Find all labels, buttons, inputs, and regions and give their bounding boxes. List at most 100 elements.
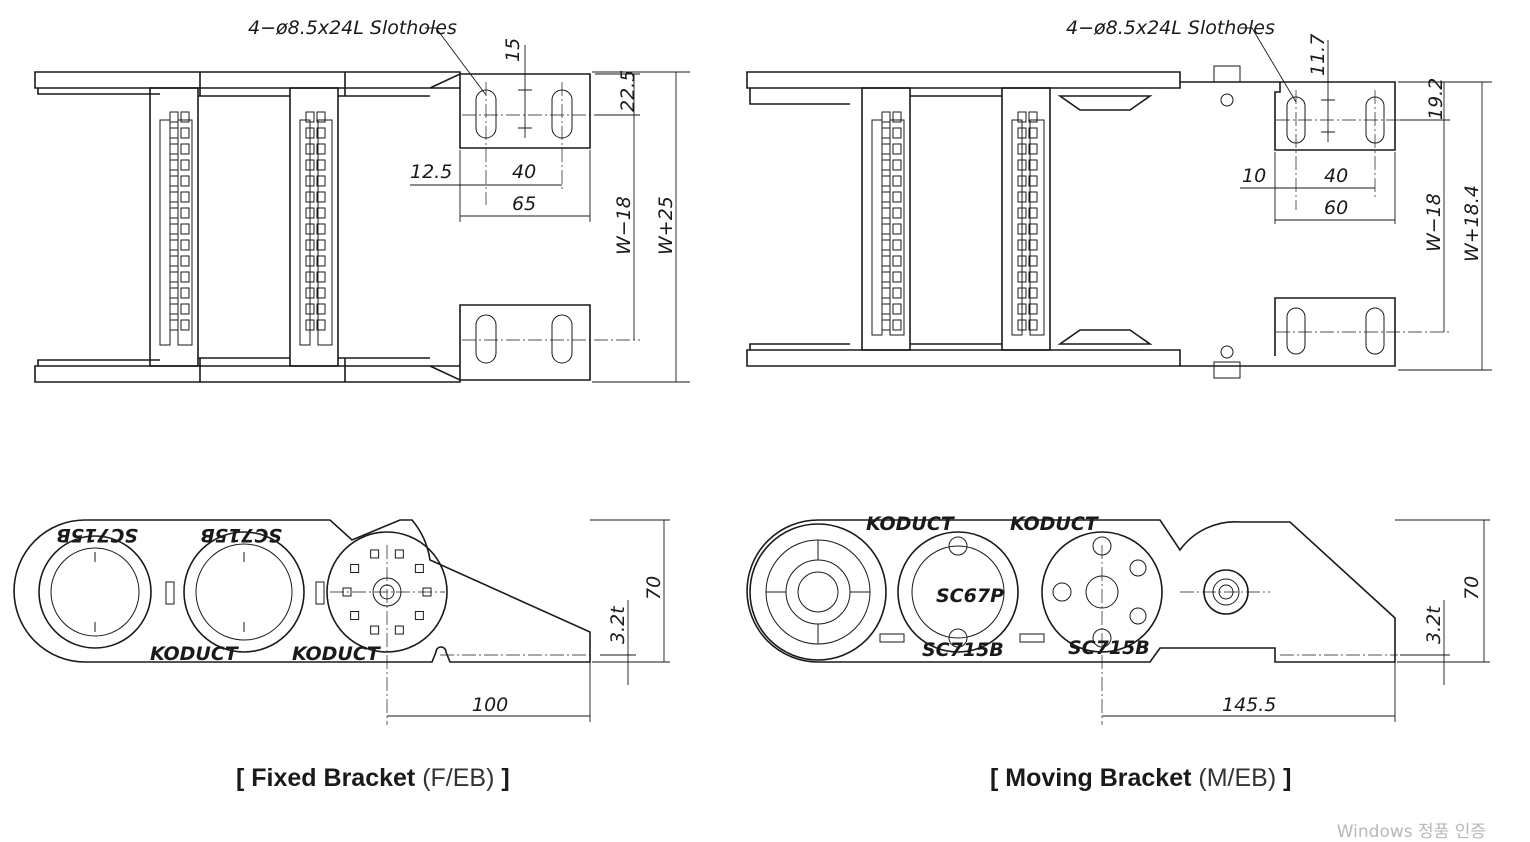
link-cell [892, 159, 902, 171]
link-cell [169, 143, 179, 155]
link-cell [305, 191, 315, 203]
link-cell [1017, 239, 1027, 251]
link-cell [169, 207, 179, 219]
mark-kodu-c: KODUCT [866, 513, 956, 535]
link-cell [1017, 127, 1027, 139]
link-cell [1028, 223, 1038, 235]
link-cell [305, 175, 315, 187]
pivot-hole [350, 611, 360, 621]
link-cell [892, 239, 902, 251]
fixed-dim-40: 40 [512, 161, 536, 183]
link-cell [305, 143, 315, 155]
moving-dim-60: 60 [1324, 197, 1348, 219]
moving-dim-70: 70 [1461, 576, 1483, 600]
link-cell [1028, 191, 1038, 203]
link-cell [180, 159, 190, 171]
link-cell [169, 111, 179, 123]
link-cell [881, 255, 891, 267]
pivot-hole [414, 611, 424, 621]
link-cell [180, 255, 190, 267]
mark-sc715b-a: SC715B [56, 524, 138, 546]
link-cell [169, 159, 179, 171]
link-cell [305, 223, 315, 235]
windows-watermark: Windows 정품 인증 [1336, 822, 1486, 842]
link-cell [1017, 271, 1027, 283]
link-cell [316, 319, 326, 331]
link-cell [305, 271, 315, 283]
link-cell [180, 207, 190, 219]
link-cell [1017, 287, 1027, 299]
fixed-bracket-plan-view [34, 27, 690, 383]
moving-dim-w-minus-18: W−18 [1423, 193, 1445, 252]
link-cell [881, 303, 891, 315]
link-cell [180, 223, 190, 235]
moving-dim-145-5: 145.5 [1222, 694, 1276, 716]
link-cell [169, 303, 179, 315]
link-cell [892, 143, 902, 155]
link-cell [180, 319, 190, 331]
link-cell [892, 287, 902, 299]
link-cell [169, 271, 179, 283]
link-cell [180, 143, 190, 155]
fixed-dim-w-minus-18: W−18 [613, 196, 635, 255]
fixed-dim-3-2t: 3.2t [607, 605, 629, 644]
link-cell [169, 239, 179, 251]
link-cell [881, 159, 891, 171]
pivot-hole [394, 625, 404, 635]
link-cell [305, 207, 315, 219]
fixed-dim-70: 70 [643, 576, 665, 600]
link-cell [1017, 111, 1027, 123]
link-cell [1028, 319, 1038, 331]
link-cell [305, 303, 315, 315]
link-cell [1017, 223, 1027, 235]
mark-sc715b-d: SC715B [1068, 637, 1150, 659]
pivot-hole [370, 549, 380, 559]
moving-bracket-side-view: KODUCT KODUCT SC67P SC715B SC715B [746, 513, 1490, 725]
link-cell [892, 175, 902, 187]
moving-dim-40: 40 [1324, 165, 1348, 187]
fixed-dim-100: 100 [472, 694, 508, 716]
link-cell [881, 319, 891, 331]
pivot-hole [370, 625, 380, 635]
moving-slothole-note: 4−ø8.5x24L Slotholes [1066, 17, 1275, 39]
pivot-hole [350, 563, 360, 573]
link-cell [1017, 175, 1027, 187]
link-cell [892, 303, 902, 315]
link-cell [881, 175, 891, 187]
moving-dim-3-2t: 3.2t [1423, 605, 1445, 644]
link-cell [169, 255, 179, 267]
link-cell [180, 287, 190, 299]
link-cell [1028, 127, 1038, 139]
fixed-bracket-caption: [ Fixed Bracket (F/EB) ] [236, 764, 510, 792]
link-cell [1028, 175, 1038, 187]
link-cell [1028, 271, 1038, 283]
link-cell [305, 159, 315, 171]
link-cell [1017, 255, 1027, 267]
link-cell [881, 191, 891, 203]
link-cell [180, 175, 190, 187]
link-cell [892, 207, 902, 219]
link-cell [1017, 191, 1027, 203]
moving-dim-19-2: 19.2 [1425, 78, 1447, 120]
link-cell [881, 127, 891, 139]
link-cell [169, 175, 179, 187]
link-cell [169, 223, 179, 235]
link-cell [881, 143, 891, 155]
link-cell [316, 223, 326, 235]
link-cell [316, 287, 326, 299]
link-cell [180, 191, 190, 203]
link-cell [1017, 207, 1027, 219]
link-cell [892, 223, 902, 235]
link-cell [881, 287, 891, 299]
link-cell [180, 127, 190, 139]
link-cell [305, 239, 315, 251]
link-cell [180, 303, 190, 315]
link-cell [316, 191, 326, 203]
link-cell [1017, 159, 1027, 171]
link-cell [881, 239, 891, 251]
link-cell [316, 127, 326, 139]
link-cell [1028, 303, 1038, 315]
link-cell [892, 191, 902, 203]
link-cell [305, 287, 315, 299]
